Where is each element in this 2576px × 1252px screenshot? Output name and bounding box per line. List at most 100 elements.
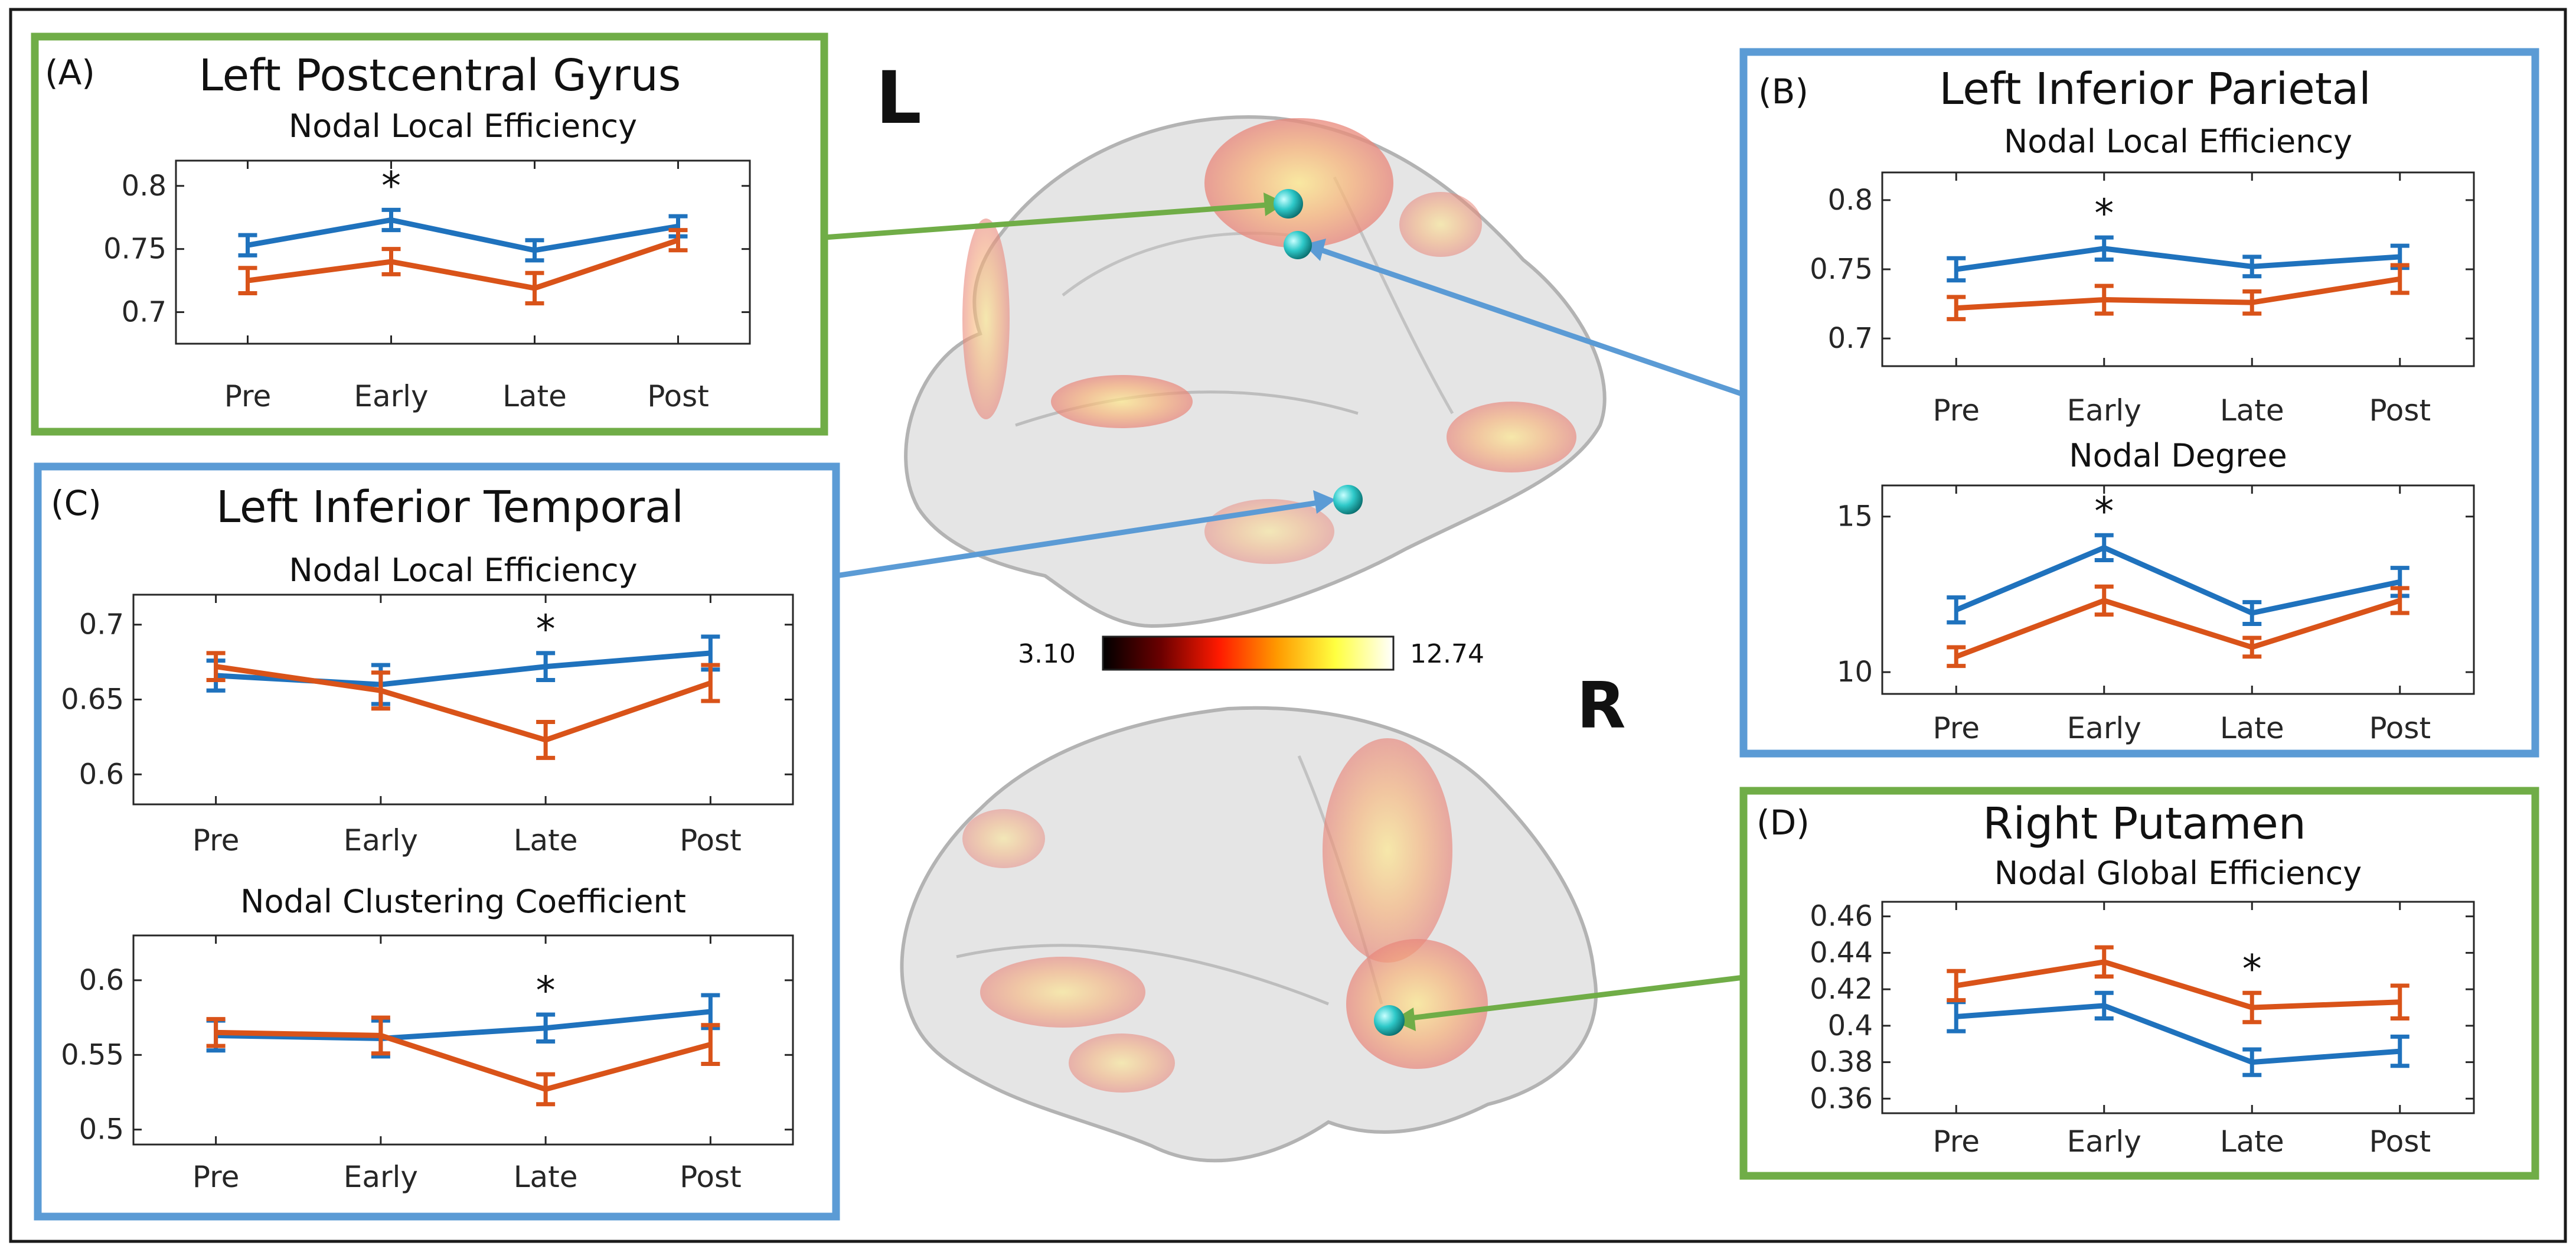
colorbar-min-label: 3.10 [1018, 639, 1076, 669]
series-line-blue [1955, 1003, 2401, 1065]
panel-c-label: (C) [51, 483, 102, 523]
panel-a-region-title: Left Postcentral Gyrus [199, 50, 681, 101]
y-tick-label: 0.44 [1810, 936, 1873, 969]
panel-box-a: (A) Left Postcentral Gyrus [31, 32, 828, 436]
y-tick-label: 10 [1837, 656, 1873, 689]
connector-line-d [1405, 974, 1744, 1022]
node-left-inferior-parietal [1284, 231, 1312, 259]
panel-b-label: (B) [1758, 71, 1808, 112]
significance-asterisk: * [2242, 946, 2262, 992]
significance-asterisk: * [2094, 191, 2114, 236]
y-tick-label: 0.7 [122, 296, 166, 329]
x-tick-label: Pre [192, 1160, 240, 1194]
x-tick-label: Late [514, 1160, 578, 1194]
heat-patch [962, 809, 1045, 868]
x-tick-label: Pre [192, 823, 240, 858]
x-tick-label: Late [2220, 1124, 2284, 1159]
x-tick-label: Early [344, 823, 418, 858]
series-line-blue [216, 1009, 711, 1041]
chart-5: Nodal Global Efficiency0.360.380.40.420.… [1810, 855, 2475, 1159]
y-tick-label: 0.8 [122, 169, 166, 203]
x-tick-label: Post [680, 823, 742, 858]
chart-title: Nodal Local Efficiency [2004, 123, 2352, 160]
x-tick-label: Late [502, 379, 567, 413]
heat-patch [1447, 402, 1576, 472]
brain-right-hemisphere [900, 706, 1598, 1163]
panel-d-label: (D) [1756, 803, 1810, 843]
significance-asterisk: * [381, 163, 401, 208]
chart-4: Nodal Clustering Coefficient0.50.550.6Pr… [61, 883, 794, 1194]
hemisphere-label-left: L [876, 56, 922, 140]
connector-arrowhead-c [1313, 490, 1336, 514]
y-tick-label: 0.7 [79, 608, 124, 641]
y-tick-label: 15 [1837, 500, 1873, 533]
brain-right-sulcus [956, 944, 1329, 1006]
y-tick-label: 0.46 [1810, 900, 1873, 933]
connector-line-c [835, 499, 1323, 579]
series-line-blue [247, 217, 679, 253]
panel-a-label: (A) [45, 53, 95, 93]
colorbar-max-label: 12.74 [1410, 639, 1484, 669]
x-tick-label: Late [2220, 711, 2284, 745]
significance-asterisk: * [2094, 488, 2114, 534]
y-tick-label: 0.36 [1810, 1082, 1873, 1115]
colorbar: 3.10 12.74 [1018, 635, 1484, 671]
chart-title: Nodal Degree [2069, 437, 2287, 474]
chart-title: Nodal Local Efficiency [289, 552, 637, 589]
y-tick-label: 0.8 [1828, 184, 1873, 217]
series-line-orange [1955, 959, 2400, 1010]
y-tick-label: 0.75 [103, 233, 166, 266]
heat-patch [1204, 118, 1393, 248]
colorbar-bar [1102, 635, 1395, 671]
y-tick-label: 0.55 [61, 1038, 124, 1071]
x-tick-label: Late [2220, 393, 2284, 428]
series-line-orange [216, 1029, 711, 1092]
series-line-orange [215, 664, 711, 743]
x-tick-label: Pre [1933, 1124, 1980, 1159]
node-left-postcentral [1274, 189, 1303, 219]
series-line-orange [247, 237, 679, 291]
heat-patch [1323, 738, 1452, 963]
x-tick-label: Post [2369, 1124, 2431, 1159]
node-left-inferior-temporal [1333, 485, 1363, 514]
panel-c-region-title: Left Inferior Temporal [216, 482, 684, 533]
y-tick-label: 0.65 [61, 683, 124, 716]
x-tick-label: Post [680, 1160, 742, 1194]
connector-line-b [1314, 245, 1745, 397]
plot-area [1881, 484, 2475, 695]
x-tick-label: Post [2369, 393, 2431, 428]
y-tick-label: 0.4 [1828, 1009, 1873, 1042]
series-line-blue [1955, 545, 2401, 616]
series-line-blue [1955, 246, 2401, 272]
significance-asterisk: * [536, 968, 556, 1013]
panel-d-region-title: Right Putamen [1983, 798, 2306, 849]
x-tick-label: Pre [1933, 393, 1980, 428]
x-tick-label: Early [2067, 1124, 2141, 1159]
y-tick-label: 0.75 [1810, 253, 1873, 286]
panel-box-c: (C) Left Inferior Temporal [34, 462, 840, 1221]
y-tick-label: 0.42 [1810, 973, 1873, 1006]
x-tick-label: Early [344, 1160, 418, 1194]
plot-area [175, 159, 751, 345]
x-tick-label: Pre [224, 379, 272, 413]
y-tick-label: 0.6 [79, 758, 124, 791]
heat-patch [1399, 192, 1482, 257]
panel-box-b: (B) Left Inferior Parietal [1739, 48, 2539, 758]
x-tick-label: Pre [1933, 711, 1980, 745]
x-tick-label: Early [354, 379, 428, 413]
series-line-orange [1955, 598, 2401, 659]
heat-patch [1346, 939, 1488, 1069]
plot-area [132, 594, 794, 806]
brain-left-hemisphere [904, 115, 1607, 628]
y-tick-label: 0.6 [79, 964, 124, 997]
x-tick-label: Post [647, 379, 709, 413]
heat-patch [1069, 1033, 1175, 1093]
x-tick-label: Early [2067, 711, 2141, 745]
connector-line-a [824, 201, 1276, 240]
panel-box-d: (D) Right Putamen [1739, 787, 2539, 1180]
